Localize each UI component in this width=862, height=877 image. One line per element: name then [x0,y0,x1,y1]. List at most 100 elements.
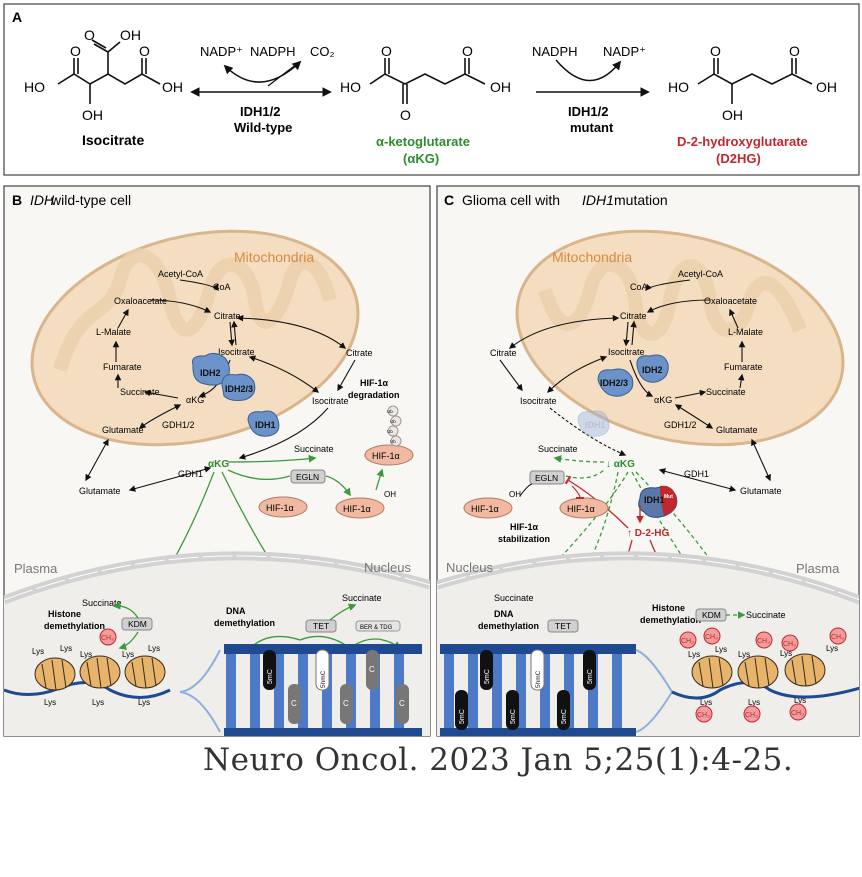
d2hg-c: ↑ D-2-HG [627,528,669,539]
svg-text:KDM: KDM [128,619,147,629]
svg-text:Ub: Ub [390,439,396,444]
fumarate-c: Fumarate [724,362,763,372]
svg-text:CH₃: CH₃ [783,641,796,648]
panel-c-title: Glioma cell with [462,192,560,208]
mut-enzyme: IDH1/2 [568,104,608,119]
lys-b-3: Lys [80,650,92,659]
isocitrate-oh2: OH [162,79,183,95]
isocitrate-oh1: OH [120,27,141,43]
hif-stab-1: HIF-1α [510,522,539,532]
svg-text:IDH2/3: IDH2/3 [225,384,253,394]
nucleus-label-b: Nucleus [364,560,411,575]
d2hg-abbr: (D2HG) [716,151,761,166]
5mc-pill-c-4: 5mC [557,690,570,730]
panel-c-title-italic: IDH1 [582,192,614,208]
idh1-mut-blob-c: IDH1 Mut [638,485,678,518]
svg-text:Ub: Ub [387,429,393,434]
mut-nadp: NADP⁺ [603,44,646,59]
c-pill-b-2: C [340,684,353,724]
svg-text:HIF-1α: HIF-1α [343,504,371,514]
svg-text:C: C [369,665,375,674]
kdm-box-b: KDM [121,617,153,631]
akg-ho: HO [340,79,361,95]
d2hg-label: D-2-hydroxyglutarate [677,134,808,149]
hif-stab-2: stabilization [498,534,550,544]
citrate-c: Citrate [620,311,647,321]
nucleosome-c-3 [784,653,826,687]
lys-c-1: Lys [688,650,700,659]
wt-co2: CO₂ [310,44,335,59]
isocitrate-b: Isocitrate [218,347,255,357]
ch3-c-5: CH₃ [829,627,847,645]
ch3-c-6: CH₃ [695,705,713,723]
l-malate-b: L-Malate [96,327,131,337]
c-pill-b-4: C [396,684,409,724]
svg-text:HIF-1α: HIF-1α [471,504,499,514]
5hmc-pill-b: 5hmC [315,649,330,691]
lys-c-3: Lys [738,650,750,659]
dna-double-helix-b: 5mC 5hmC C C C [179,644,422,736]
histone-demeth-1-c: Histone [652,603,685,613]
histone-demeth-1-b: Histone [48,609,81,619]
idh23-blob-b: IDH2/3 [221,373,256,401]
svg-text:IDH2/3: IDH2/3 [600,378,628,388]
svg-text:EGLN: EGLN [296,472,319,482]
gdh12-c: GDH1/2 [664,420,697,430]
nadph-curve-arrow [555,59,622,82]
nucleosome-b-2 [79,655,121,689]
wt-enzyme: IDH1/2 [240,104,280,119]
svg-text:HIF-1α: HIF-1α [372,451,400,461]
hif-degradation-2: degradation [348,390,400,400]
isocitrate-o3: O [139,43,150,59]
svg-text:C: C [343,699,349,708]
citation: Neuro Oncol. 2023 Jan 5;25(1):4-25. [203,742,794,778]
plasma-label-b: Plasma [14,561,58,576]
c-pill-b-1: C [288,684,301,724]
svg-text:CH₃: CH₃ [745,712,758,719]
lys-b-8: Lys [138,698,150,707]
tet-box-b: TET [305,619,337,633]
lys-b-6: Lys [44,698,56,707]
wt-nadph: NADPH [250,44,296,59]
svg-text:5hmC: 5hmC [535,670,542,688]
svg-text:OH: OH [509,490,521,499]
akg-cyto-c: ↓ αKG [606,459,635,470]
svg-text:Mut: Mut [664,494,673,500]
panel-b-title-italic: IDH [30,192,55,208]
panel-b-title: wild-type cell [50,192,131,208]
5mc-pill-c-5: 5mC [583,650,596,690]
succinate-cyto-c: Succinate [538,444,578,454]
l-malate-c: L-Malate [728,327,763,337]
c-pill-b-3: C [366,650,379,690]
mitochondria-label-b: Mitochondria [234,249,314,265]
akg-o1: O [381,43,392,59]
panel-a: A HO O O OH O OH OH Isocitrate NADP⁺ NAD… [3,3,860,176]
svg-text:HIF-1α: HIF-1α [567,504,595,514]
wt-nadp: NADP⁺ [200,44,243,59]
svg-text:CH₃: CH₃ [705,634,718,641]
d2hg-oh1: OH [722,107,743,123]
figure: A HO O O OH O OH OH Isocitrate NADP⁺ NAD… [3,3,860,737]
idh2-blob-b: IDH2 [192,352,230,386]
glutamate-cyto-b: Glutamate [79,486,121,496]
svg-text:5mC: 5mC [587,669,594,684]
d2hg-o2: O [789,43,800,59]
lys-c-8: Lys [794,696,806,705]
nucleosome-b-1 [34,657,76,691]
fumarate-b: Fumarate [103,362,142,372]
succinate-tet-c: Succinate [494,593,534,603]
glutamate-mito-c: Glutamate [716,425,758,435]
svg-text:TET: TET [555,621,571,631]
isocitrate-cyto-c: Isocitrate [520,396,557,406]
citrate-cyto-b: Citrate [346,348,373,358]
svg-text:5mC: 5mC [267,669,274,684]
gdh1-b: GDH1 [178,469,203,479]
nucleosome-c-2 [737,655,779,689]
egln-box-c: EGLN [529,470,565,485]
akg-mito-b: αKG [186,395,204,405]
isocitrate-oh3: OH [82,107,103,123]
lys-c-4: Lys [780,649,792,658]
dna-demeth-1-c: DNA [494,609,514,619]
d2hg-o1: O [710,43,721,59]
histone-demeth-2-b: demethylation [44,621,105,631]
